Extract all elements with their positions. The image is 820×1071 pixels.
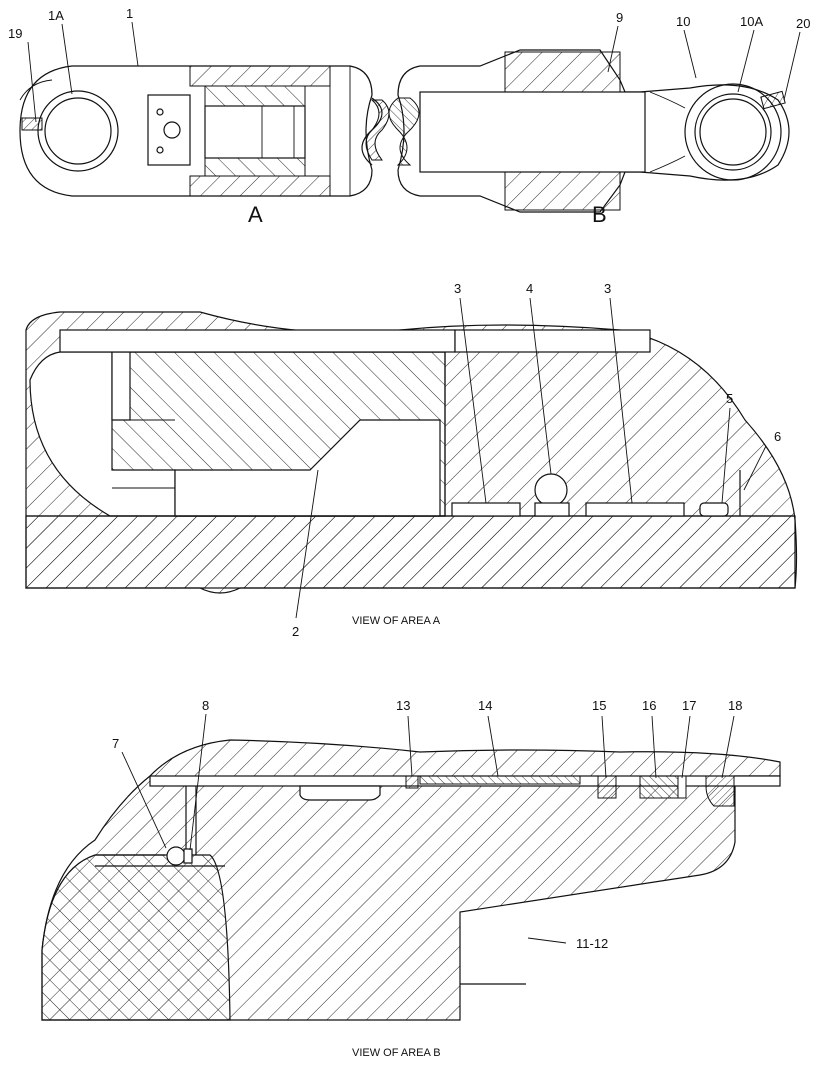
- rod-a: [25, 515, 796, 589]
- callout-5: 5: [726, 391, 733, 406]
- seal-13: [405, 775, 419, 789]
- callout-10: 10: [676, 14, 690, 29]
- piston-relief: [111, 351, 131, 421]
- piston-rod: [419, 91, 646, 173]
- callout-4: 4: [526, 281, 533, 296]
- callout-1a: 1A: [48, 8, 64, 23]
- callout-18: 18: [728, 698, 742, 713]
- view-of-area-a: 3 4 3 5 6 2 VIEW OF AREA A: [25, 281, 798, 639]
- relief-groove-b: [299, 785, 381, 801]
- head-end-eye-inner: [44, 97, 112, 165]
- view-a-caption: VIEW OF AREA A: [352, 615, 441, 627]
- top-step-a: [454, 329, 651, 353]
- callout-1: 1: [126, 6, 133, 21]
- seal-17: [677, 775, 687, 799]
- break-symbol-right: [388, 97, 420, 166]
- wear-ring-3-left: [451, 502, 521, 517]
- wear-ring-3-right: [585, 502, 685, 517]
- callout-11-12: 11-12: [576, 936, 608, 951]
- seal-15: [597, 775, 617, 799]
- barrel-wall-bottom: [189, 175, 331, 197]
- callout-10a: 10A: [740, 14, 763, 29]
- callout-3-right: 3: [604, 281, 611, 296]
- view-of-area-b: 7 8 13 14 15 16 17 18 11-12 VIEW OF AREA…: [41, 698, 781, 1059]
- head-end-eye-outer: [37, 90, 119, 172]
- top-overall-view: 19 1A 1 9 10 10A 20 A B: [8, 6, 810, 227]
- callout-20: 20: [796, 16, 810, 31]
- callout-15: 15: [592, 698, 606, 713]
- callout-8: 8: [202, 698, 209, 713]
- tube-b: [41, 854, 231, 1021]
- wiper-18: [705, 775, 735, 807]
- area-a-marker: A: [248, 202, 263, 227]
- callout-9: 9: [616, 10, 623, 25]
- callout-16: 16: [642, 698, 656, 713]
- rod-head-bottom: [504, 171, 621, 211]
- callout-14: 14: [478, 698, 492, 713]
- callout-17: 17: [682, 698, 696, 713]
- cylinder-barrel-outline: [19, 65, 373, 197]
- seal-4-base: [534, 502, 570, 517]
- callout-2: 2: [292, 624, 299, 639]
- piston-bore: [204, 105, 306, 159]
- area-b-marker: B: [592, 202, 607, 227]
- top-strip-a: [59, 329, 456, 353]
- o-ring-7: [166, 846, 186, 866]
- callout-13: 13: [396, 698, 410, 713]
- rod-end-eye-outer: [684, 83, 782, 181]
- seal-16: [639, 775, 679, 799]
- seal-4: [534, 473, 568, 507]
- wear-band-14: [419, 775, 581, 785]
- rod-head-top: [504, 51, 621, 93]
- callout-3-left: 3: [454, 281, 461, 296]
- rod-end-eye-inner: [694, 93, 772, 171]
- head-end-boss: [19, 79, 53, 101]
- backup-ring-8: [183, 848, 193, 864]
- callout-7: 7: [112, 736, 119, 751]
- seal-5: [699, 502, 729, 517]
- callout-6: 6: [774, 429, 781, 444]
- callout-19: 19: [8, 26, 22, 41]
- barrel-wall-top: [189, 65, 331, 87]
- grease-fitting-19: [21, 117, 43, 131]
- grease-fitting-20: [760, 90, 786, 110]
- view-b-caption: VIEW OF AREA B: [352, 1047, 441, 1059]
- rod-end-eye-bore: [699, 98, 767, 166]
- head-end-cap: [147, 94, 191, 166]
- break-symbol-hatch: [365, 99, 390, 161]
